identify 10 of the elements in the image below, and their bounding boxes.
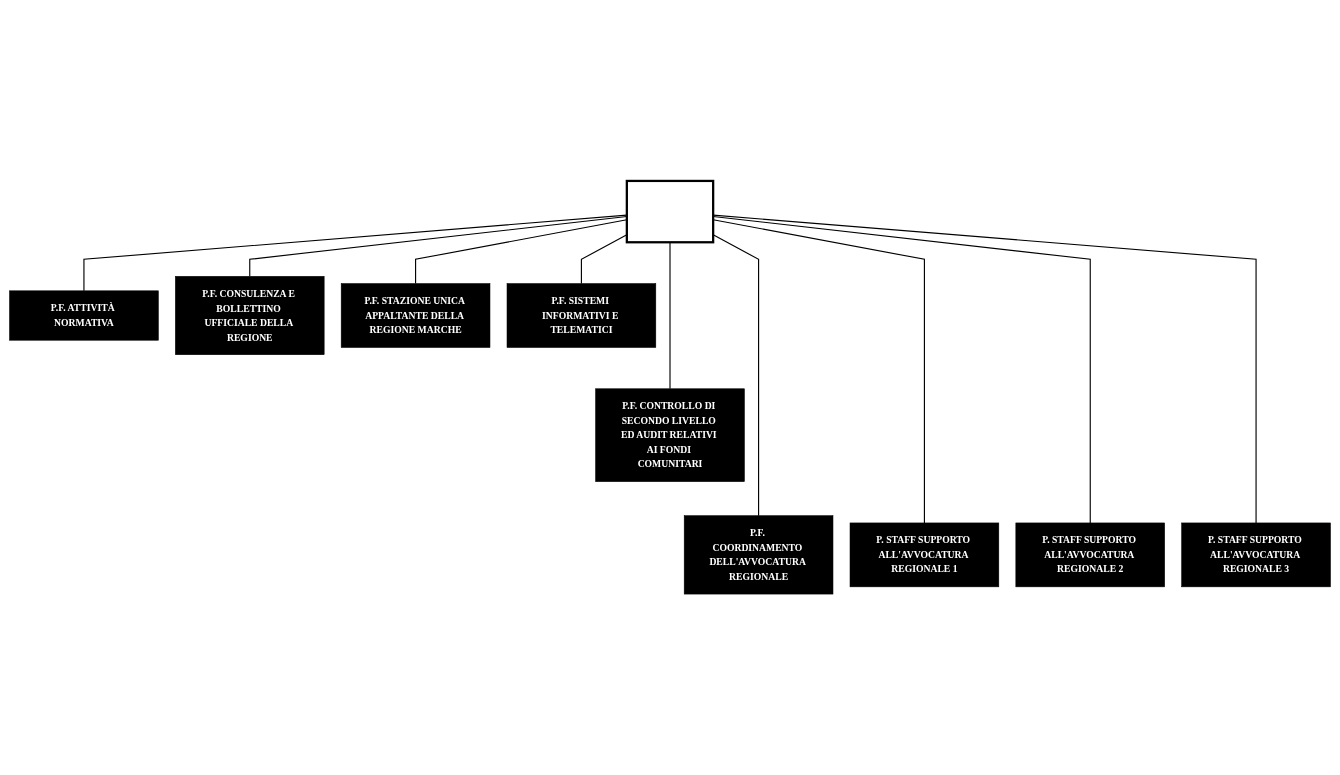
node-box: P.F. CONSULENZA E BOLLETTINO UFFICIALE DELLA REGIONE (175, 276, 325, 355)
node-box: P.F. STAZIONE UNICA APPALTANTE DELLA REGIONE MARCHE (340, 283, 491, 348)
node-box: P.F. COORDINAMENTO DELL'AVVOCATURA REGIONALE (683, 515, 834, 595)
node-box: P. STAFF SUPPORTO ALL'AVVOCATURA REGIONALE 2 (1015, 522, 1165, 588)
node-box: P. STAFF SUPPORTO ALL'AVVOCATURA REGIONALE 3 (1181, 522, 1331, 588)
node-box: P.F. ATTIVITÀ NORMATIVA (9, 290, 159, 341)
node-box: P.F. CONTROLLO DI SECONDO LIVELLO ED AUDIT RELATIVI AI FONDI COMUNITARI (595, 388, 745, 482)
node-box (625, 179, 715, 244)
node-box: P.F. SISTEMI INFORMATIVI E TELEMATICI (506, 283, 657, 348)
node-box: P. STAFF SUPPORTO ALL'AVVOCATURA REGIONALE 1 (849, 522, 1000, 588)
